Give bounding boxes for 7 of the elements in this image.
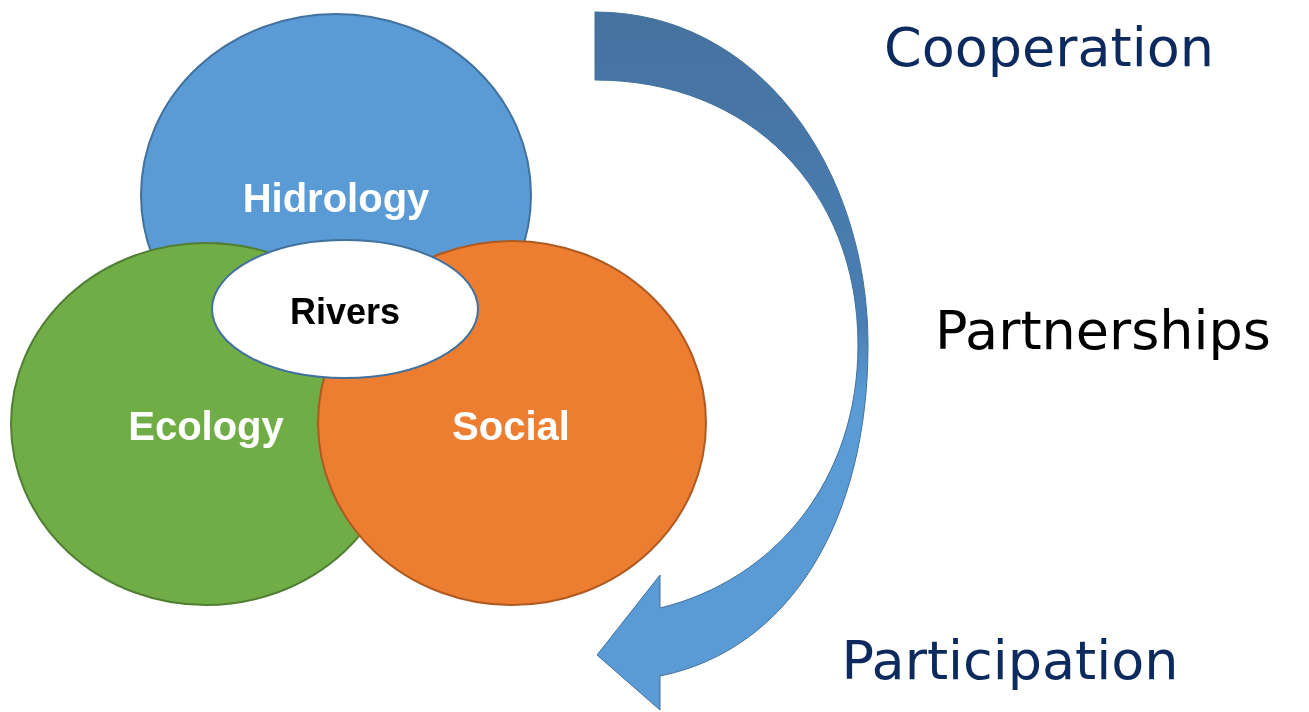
concept-label: Participation bbox=[841, 628, 1179, 692]
circle-label: Social bbox=[452, 403, 570, 449]
circle-label: Hidrology bbox=[242, 175, 430, 221]
circle-label: Ecology bbox=[128, 403, 284, 449]
concept-label: Partnerships bbox=[935, 298, 1271, 362]
concept-label: Cooperation bbox=[884, 15, 1214, 79]
circle-label: Rivers bbox=[289, 291, 401, 333]
